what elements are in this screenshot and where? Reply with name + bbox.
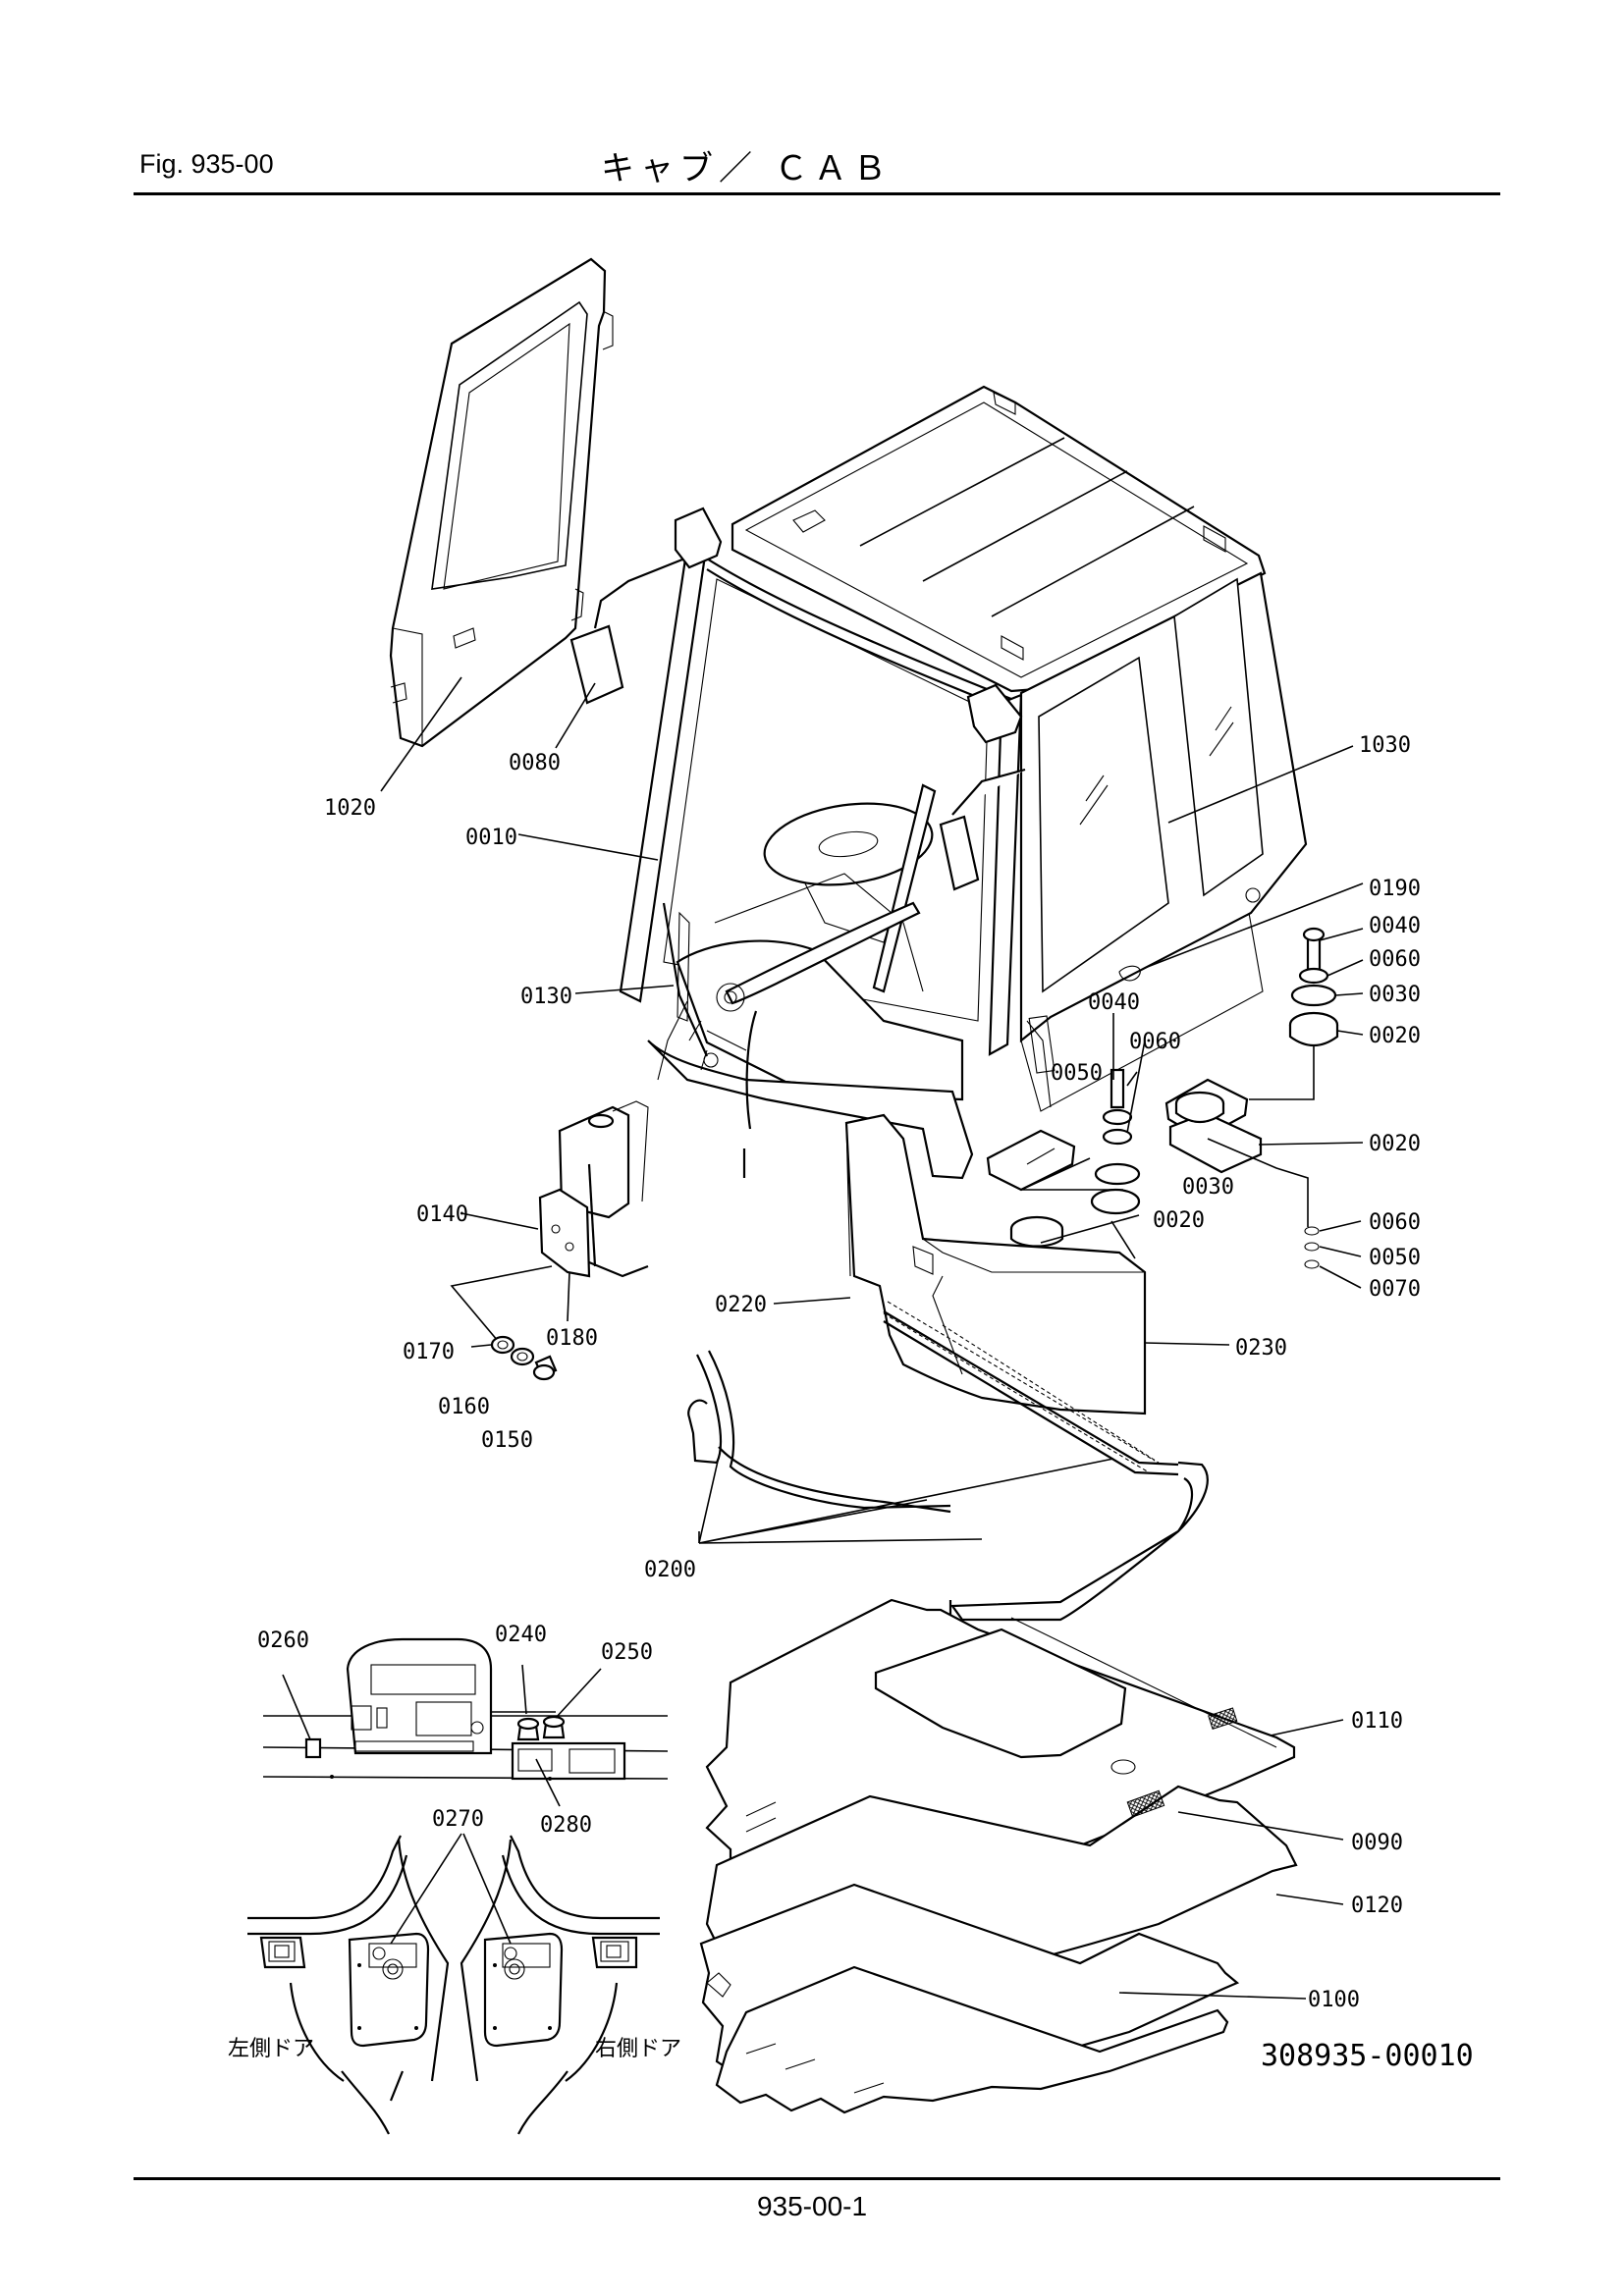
callout-0230: 0230 [1235,1336,1287,1361]
callout-0020-mid: 0020 [1369,1132,1421,1156]
door-interior-inset [247,1833,660,2135]
callout-0030-bottom: 0030 [1182,1175,1234,1200]
left-door-label: 左側ドア [228,2037,314,2061]
callout-0100: 0100 [1308,1988,1360,2012]
callout-0060-top: 0060 [1369,947,1421,972]
lower-panels [844,1113,1160,1473]
callout-0050-mid: 0050 [1051,1061,1103,1086]
callout-0150: 0150 [481,1428,533,1453]
footer-rule [134,2177,1500,2180]
callout-0140: 0140 [416,1202,468,1227]
callout-0130: 0130 [520,985,572,1009]
callout-0190: 0190 [1369,877,1421,901]
callout-0060-mid: 0060 [1129,1030,1181,1054]
cab-body [569,385,1308,1180]
callout-0180: 0180 [546,1326,598,1351]
header-rule [134,192,1500,195]
callout-0030-top: 0030 [1369,983,1421,1007]
callout-0220: 0220 [715,1293,767,1317]
callout-0280: 0280 [540,1813,592,1838]
callout-0240: 0240 [495,1623,547,1647]
callout-0200: 0200 [644,1558,696,1582]
mount-hardware [986,927,1339,1269]
callout-0110: 0110 [1351,1709,1403,1734]
console-inset [262,1637,669,1807]
callout-0040-mid: 0040 [1088,990,1140,1015]
callout-0050-bottom: 0050 [1369,1246,1421,1270]
callout-0040-top: 0040 [1369,914,1421,938]
callout-0260: 0260 [257,1629,309,1653]
callout-0070: 0070 [1369,1277,1421,1302]
callout-0160: 0160 [438,1395,490,1419]
callout-0010: 0010 [465,826,517,850]
figure-number: Fig. 935-00 [139,149,274,179]
callout-0120: 0120 [1351,1894,1403,1918]
door-assembly [389,257,614,748]
leader-lines [380,676,1364,2000]
callout-0080: 0080 [509,751,561,775]
callout-1020: 1020 [324,796,376,821]
callout-0090: 0090 [1351,1831,1403,1855]
callout-1030: 1030 [1359,733,1411,758]
drawing-number: 308935-00010 [1261,2039,1474,2073]
callout-0250: 0250 [601,1640,653,1665]
right-door-label: 右側ドア [595,2037,681,2061]
callout-0170: 0170 [403,1340,455,1364]
callout-0020-bottom: 0020 [1153,1208,1205,1233]
callout-0270: 0270 [432,1807,484,1832]
callout-0060-bottom: 0060 [1369,1210,1421,1235]
figure-title: キャブ／ ＣＡＢ [601,149,893,188]
fasteners-0150-0170 [490,1335,558,1381]
callout-labels: 1020 0080 0010 1030 0190 0040 0060 0030 … [228,733,1474,2073]
floor-mats [699,1598,1298,2114]
callout-0020-top: 0020 [1369,1024,1421,1048]
bracket-assembly [450,1100,649,1348]
page-number: 935-00-1 [756,2191,868,2221]
